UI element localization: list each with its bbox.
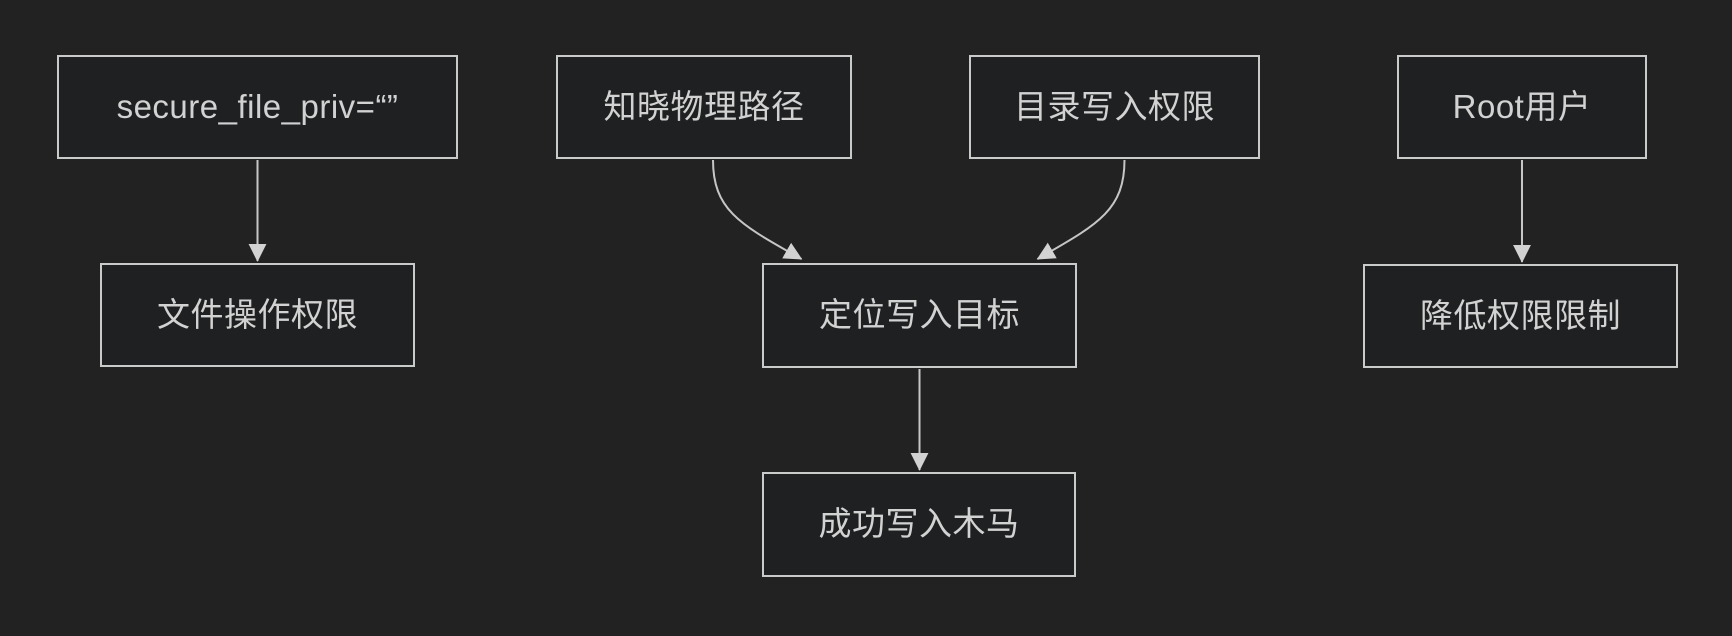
node-label-dir-write-permission: 目录写入权限 — [1014, 87, 1215, 125]
node-file-operation-permission: 文件操作权限 — [100, 263, 415, 367]
node-label-locate-write-target: 定位写入目标 — [819, 296, 1020, 333]
node-label-lower-permission-restriction: 降低权限限制 — [1420, 296, 1621, 334]
node-root-user: Root用户 — [1397, 55, 1647, 159]
node-dir-write-permission: 目录写入权限 — [969, 55, 1260, 159]
node-know-physical-path: 知晓物理路径 — [556, 55, 852, 159]
node-label-secure-file-priv: secure_file_priv=“” — [116, 87, 399, 125]
node-lower-permission-restriction: 降低权限限制 — [1363, 264, 1678, 368]
node-locate-write-target: 定位写入目标 — [762, 263, 1077, 368]
node-label-file-operation-permission: 文件操作权限 — [157, 295, 358, 333]
node-label-root-user: Root用户 — [1452, 87, 1592, 125]
node-label-know-physical-path: 知晓物理路径 — [603, 87, 805, 125]
node-write-trojan-success: 成功写入木马 — [762, 472, 1076, 577]
node-label-write-trojan-success: 成功写入木马 — [818, 505, 1020, 542]
node-secure-file-priv: secure_file_priv=“” — [57, 55, 458, 159]
